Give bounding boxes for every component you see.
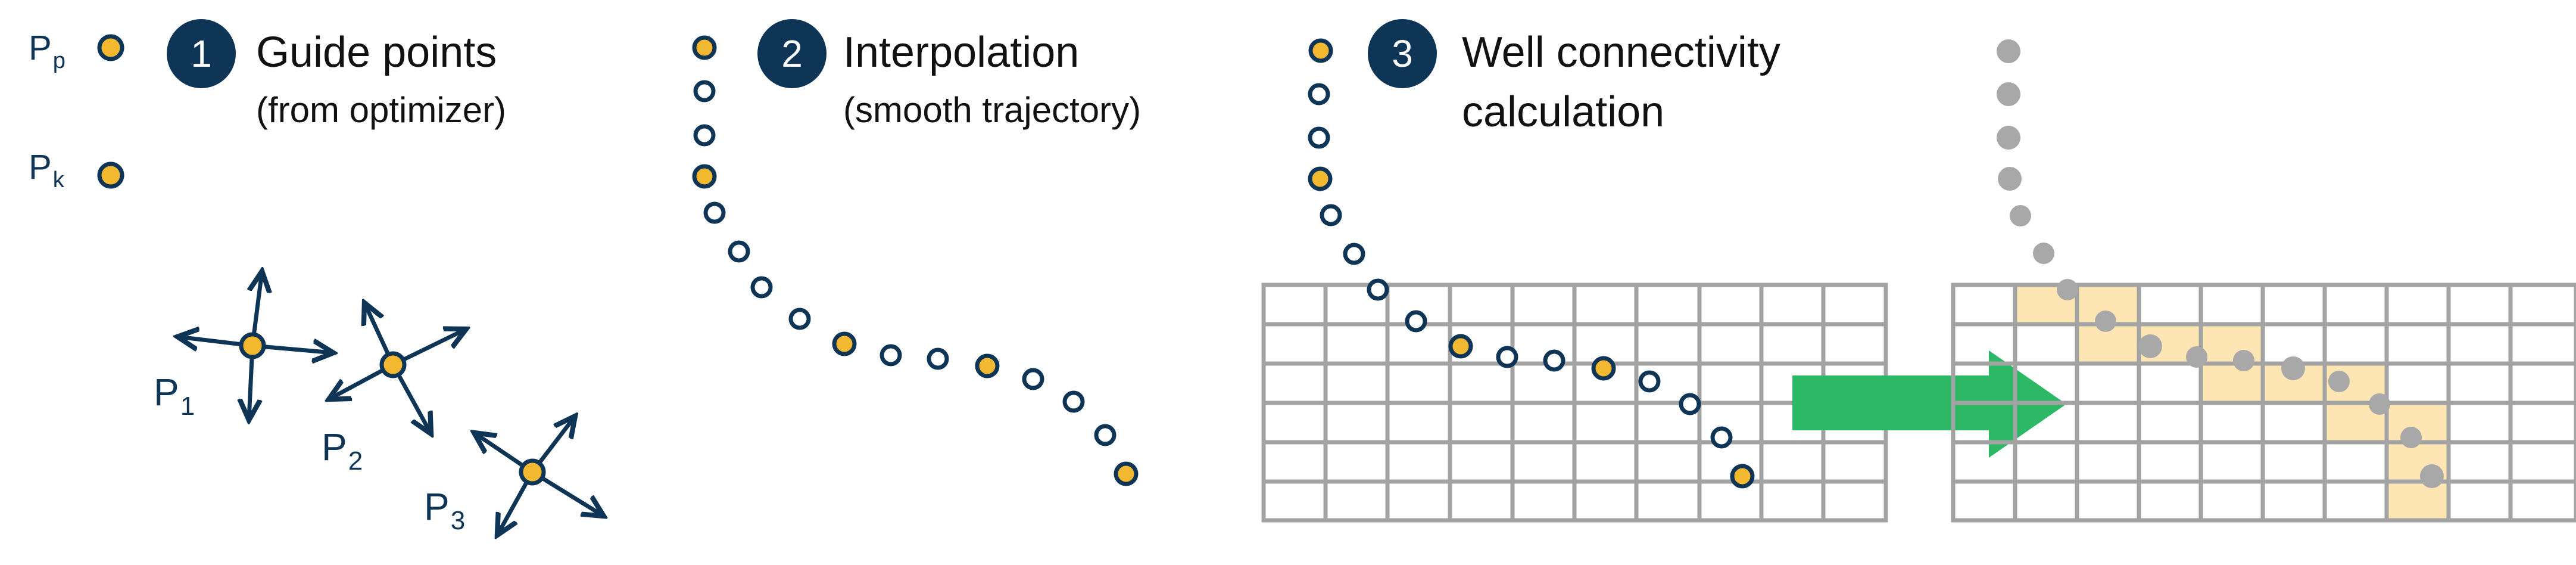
step-1-subtitle: (from optimizer) [256,90,506,130]
trajectory-point [1496,346,1518,368]
trajectory-point [2138,334,2162,358]
guide-point-3-label: P3 [424,485,465,535]
trajectory-point [1638,370,1661,393]
guide-point-1-marker [239,332,266,359]
step-1-number: 1 [191,32,212,75]
trajectory-point [1343,243,1365,265]
trajectory-point [2010,205,2031,226]
trajectory-point [2233,350,2254,371]
guide-point-3-marker [519,458,546,486]
trajectory-point [728,240,750,263]
trajectory-guide-point [692,164,717,189]
step-2-number: 2 [781,32,803,75]
legend-pp-label: Pp [29,29,66,73]
legend-pp-point [97,34,124,61]
trajectory-point [2095,311,2116,332]
guide-point-2: P2 [322,303,466,476]
trajectory-point [1997,126,2020,150]
trajectory-point [1405,310,1427,333]
trajectory-point [1094,424,1117,446]
legend: Pp Pk [29,29,124,193]
step-3-subtitle: calculation [1462,88,1664,136]
step-3-number: 3 [1392,32,1413,75]
trajectory-point [1997,39,2020,63]
guide-point-1-label: P1 [154,371,195,421]
right-arrow-icon [1792,350,2066,458]
step-1-badge [167,19,236,88]
trajectory-guide-point [692,35,717,60]
trajectory-guide-point [1591,356,1616,381]
guide-point-2-marker [379,351,407,378]
step-2-subtitle: (smooth trajectory) [843,90,1141,130]
connected-cells [2015,285,2449,520]
trajectory-guide-point [1308,166,1333,191]
trajectory-point [2186,346,2207,368]
step-1-title: Guide points [256,29,497,76]
step-3-header: 3 Well connectivity calculation [1368,19,1780,136]
trajectory-point [1998,167,2022,191]
trajectory-guide-point [975,353,1000,378]
trajectory-point [2400,427,2422,448]
guide-point-2-label: P2 [322,426,363,476]
trajectory-guide-point [1448,334,1473,359]
step-3-badge [1368,19,1437,88]
trajectory-point [1308,126,1330,149]
trajectory-point [2420,464,2444,488]
grid-trajectory [1308,38,1755,489]
trajectory-point [693,124,716,147]
trajectory-point [2033,243,2054,264]
trajectory-point [2328,371,2350,392]
grid-left [1261,282,1888,523]
step-2-title: Interpolation [843,29,1079,76]
trajectory-guide-point [1308,38,1333,63]
gray-trajectory [1997,39,2444,488]
trajectory-guide-point [1730,464,1755,489]
trajectory-point [693,80,716,103]
grid-right [1951,282,2576,523]
trajectory-point [1710,426,1733,449]
interpolated-trajectory [692,35,1139,486]
step-3-title: Well connectivity [1462,29,1780,76]
trajectory-point [1543,349,1565,372]
trajectory-point [1022,368,1044,390]
trajectory-point [2057,279,2078,300]
step-1-header: 1 Guide points (from optimizer) [167,19,506,130]
guide-point-1: P1 [154,271,333,421]
guide-point-3: P3 [424,416,604,535]
trajectory-point [2281,356,2305,380]
trajectory-point [880,344,902,367]
trajectory-point [1320,204,1342,226]
trajectory-point [2369,393,2390,415]
trajectory-point [1997,82,2020,106]
trajectory-point [703,201,726,224]
legend-pk-point [97,162,124,189]
trajectory-point [1062,390,1085,413]
trajectory-point [750,276,773,299]
trajectory-guide-point [832,331,857,356]
trajectory-guide-point [1114,461,1139,486]
legend-pk-label: Pk [29,148,65,193]
step-2-badge [757,19,827,88]
trajectory-point [1679,393,1701,415]
step-2-header: 2 Interpolation (smooth trajectory) [757,19,1141,130]
connected-cell [2387,482,2449,520]
trajectory-point [927,347,949,370]
trajectory-point [1308,83,1330,105]
trajectory-point [788,308,811,330]
trajectory-point [1367,278,1389,301]
connected-cell [2201,364,2263,403]
